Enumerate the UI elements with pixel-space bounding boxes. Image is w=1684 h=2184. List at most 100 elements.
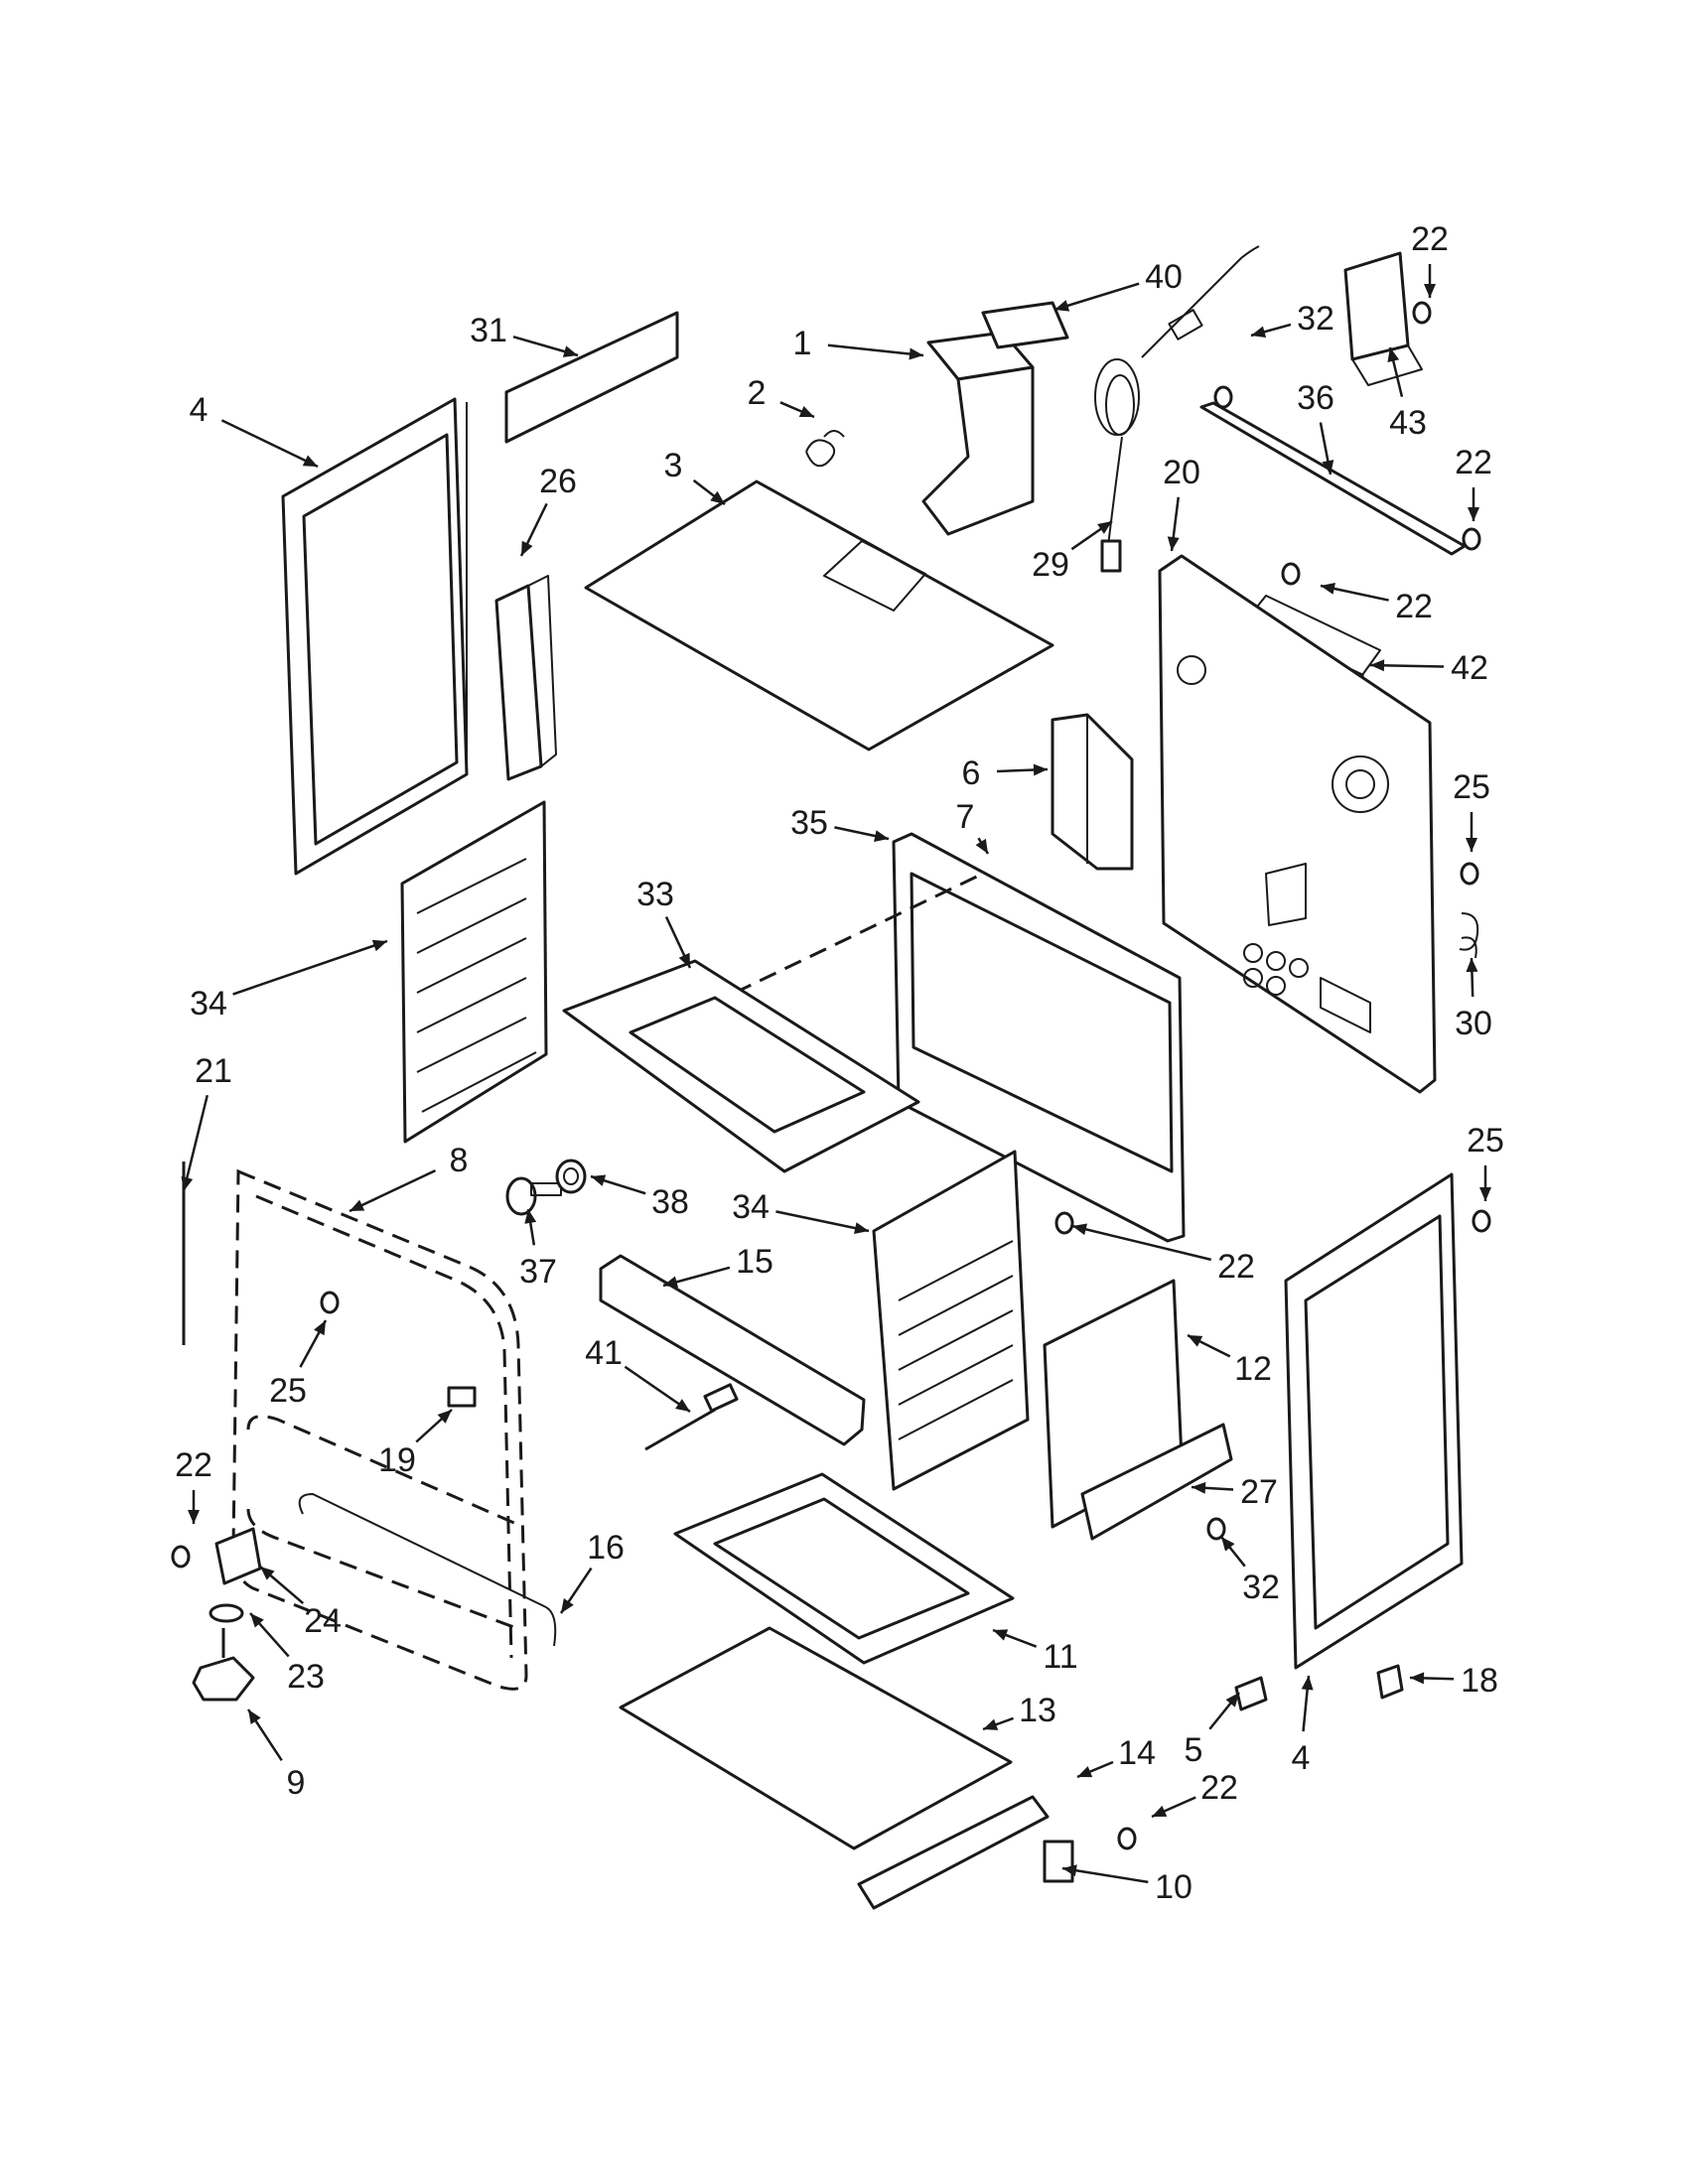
- leader-arrow-c42: [1370, 659, 1385, 672]
- part-43-bracket: [1343, 251, 1410, 361]
- part-24-bracket: [214, 1527, 262, 1585]
- callout-label-c22f: 22: [1200, 1769, 1238, 1807]
- callout-label-c25c: 25: [1467, 1122, 1504, 1160]
- leader-arrow-c10: [1062, 1864, 1077, 1877]
- part-4-right-side-panel: [1284, 1172, 1464, 1670]
- part-4-left-side-panel: [281, 397, 469, 876]
- leader-arrow-c3: [710, 490, 725, 504]
- leader-arrow-c15: [663, 1276, 679, 1289]
- part-2-clip: [805, 430, 845, 468]
- callout-label-c13: 13: [1019, 1692, 1056, 1729]
- leader-arrow-c25c: [1479, 1187, 1491, 1201]
- leader-arrow-c29: [1097, 521, 1112, 534]
- part-20-rear-panel: [1158, 554, 1437, 1094]
- part-37-knob: [505, 1176, 562, 1216]
- callout-label-c37: 37: [519, 1253, 557, 1291]
- leader-arrow-c22a: [1424, 284, 1436, 298]
- part-7-leader-dash: [734, 872, 984, 995]
- leader-arrow-c14: [1077, 1766, 1093, 1778]
- part-6-box: [1051, 713, 1134, 871]
- callout-label-c35: 35: [790, 804, 828, 842]
- leader-arrow-c36: [1322, 460, 1334, 475]
- callout-label-c10: 10: [1155, 1868, 1193, 1906]
- leader-line-c21: [182, 1094, 210, 1192]
- callout-label-c42: 42: [1451, 649, 1488, 687]
- leader-arrow-c22e: [188, 1510, 200, 1524]
- leader-arrow-c22b: [1468, 507, 1479, 521]
- callout-label-c8: 8: [450, 1142, 469, 1179]
- leader-arrow-c5: [1225, 1693, 1239, 1707]
- leader-arrow-c30: [1466, 958, 1478, 973]
- leader-arrow-c7: [975, 838, 988, 854]
- part-30-clip: [1459, 912, 1479, 959]
- part-3-top-panel: [584, 479, 1054, 751]
- callout-label-c6: 6: [962, 754, 981, 792]
- callout-label-c32b: 32: [1242, 1569, 1280, 1606]
- part-10-leg: [1043, 1840, 1074, 1883]
- callout-label-c11: 11: [1043, 1638, 1077, 1676]
- leader-arrow-c19: [437, 1410, 452, 1424]
- part-41-sensor: [644, 1383, 739, 1451]
- leader-arrow-c27: [1192, 1481, 1206, 1494]
- part-13-bottom-panel: [619, 1626, 1013, 1850]
- callout-label-c7: 7: [956, 798, 975, 836]
- part-34-left-rack-support: [400, 800, 548, 1144]
- leader-arrow-c40: [1054, 300, 1070, 312]
- leader-arrow-c22c: [1321, 583, 1335, 595]
- leader-arrow-c22d: [1072, 1223, 1088, 1236]
- leader-line-c4a: [220, 419, 319, 469]
- callout-label-c41: 41: [585, 1334, 623, 1372]
- part-27-bracket: [1080, 1423, 1233, 1541]
- leader-arrow-c24: [260, 1567, 275, 1580]
- callout-label-c29: 29: [1032, 546, 1069, 584]
- leader-arrow-c34a: [371, 939, 387, 952]
- callout-label-c43: 43: [1389, 404, 1427, 442]
- leader-line-c22d: [1071, 1224, 1212, 1262]
- callout-label-c4b: 4: [1292, 1739, 1311, 1777]
- callout-label-c34a: 34: [190, 985, 227, 1023]
- callout-leaders: [181, 264, 1491, 1884]
- leader-arrow-c4b: [1301, 1676, 1314, 1691]
- leader-arrow-c1: [909, 347, 923, 360]
- leader-line-c1: [827, 343, 924, 357]
- callout-label-c22e: 22: [175, 1446, 212, 1484]
- part-43-bracket-foot: [1351, 344, 1423, 386]
- part-38-grommet: [555, 1159, 587, 1194]
- leader-arrow-c43: [1387, 347, 1400, 363]
- leader-arrow-c35: [874, 830, 889, 842]
- leader-line-c34b: [775, 1210, 870, 1233]
- leader-arrow-c20: [1167, 536, 1180, 551]
- callout-label-c25b: 25: [1453, 768, 1490, 806]
- part-26-bracket-flange: [527, 575, 557, 767]
- part-33-tray: [562, 959, 920, 1173]
- part-29-power-cord: [1094, 245, 1260, 573]
- callout-label-c36: 36: [1297, 379, 1334, 417]
- callout-label-c12: 12: [1234, 1350, 1272, 1388]
- leader-arrow-c31: [562, 345, 578, 357]
- hardware-screws: [171, 301, 1491, 1850]
- leader-arrow-c37: [524, 1209, 537, 1224]
- callout-label-c3: 3: [664, 447, 683, 484]
- part-16-rod: [298, 1493, 557, 1647]
- leader-arrow-c18: [1410, 1672, 1425, 1685]
- leader-arrow-c25b: [1466, 838, 1477, 852]
- callout-label-c40: 40: [1145, 258, 1183, 296]
- leader-arrow-c2: [798, 405, 814, 417]
- leader-line-c40: [1053, 282, 1140, 312]
- leader-arrow-c6: [1033, 763, 1048, 776]
- leader-line-c34a: [232, 939, 388, 996]
- callout-label-c38: 38: [651, 1183, 689, 1221]
- part-40-vent-cap: [981, 301, 1069, 349]
- leader-arrow-c11: [993, 1629, 1009, 1641]
- callout-label-c20: 20: [1163, 454, 1200, 491]
- leader-arrow-c25a: [314, 1320, 326, 1336]
- leader-arrow-c9: [248, 1709, 261, 1724]
- part-19-spacer: [447, 1386, 477, 1408]
- leader-arrow-c4a: [302, 455, 318, 467]
- leader-arrow-c13: [983, 1718, 999, 1730]
- callout-label-c22d: 22: [1217, 1248, 1255, 1286]
- part-11-tray: [673, 1472, 1015, 1665]
- part-23-washer: [209, 1603, 244, 1623]
- callout-label-c22b: 22: [1455, 444, 1492, 481]
